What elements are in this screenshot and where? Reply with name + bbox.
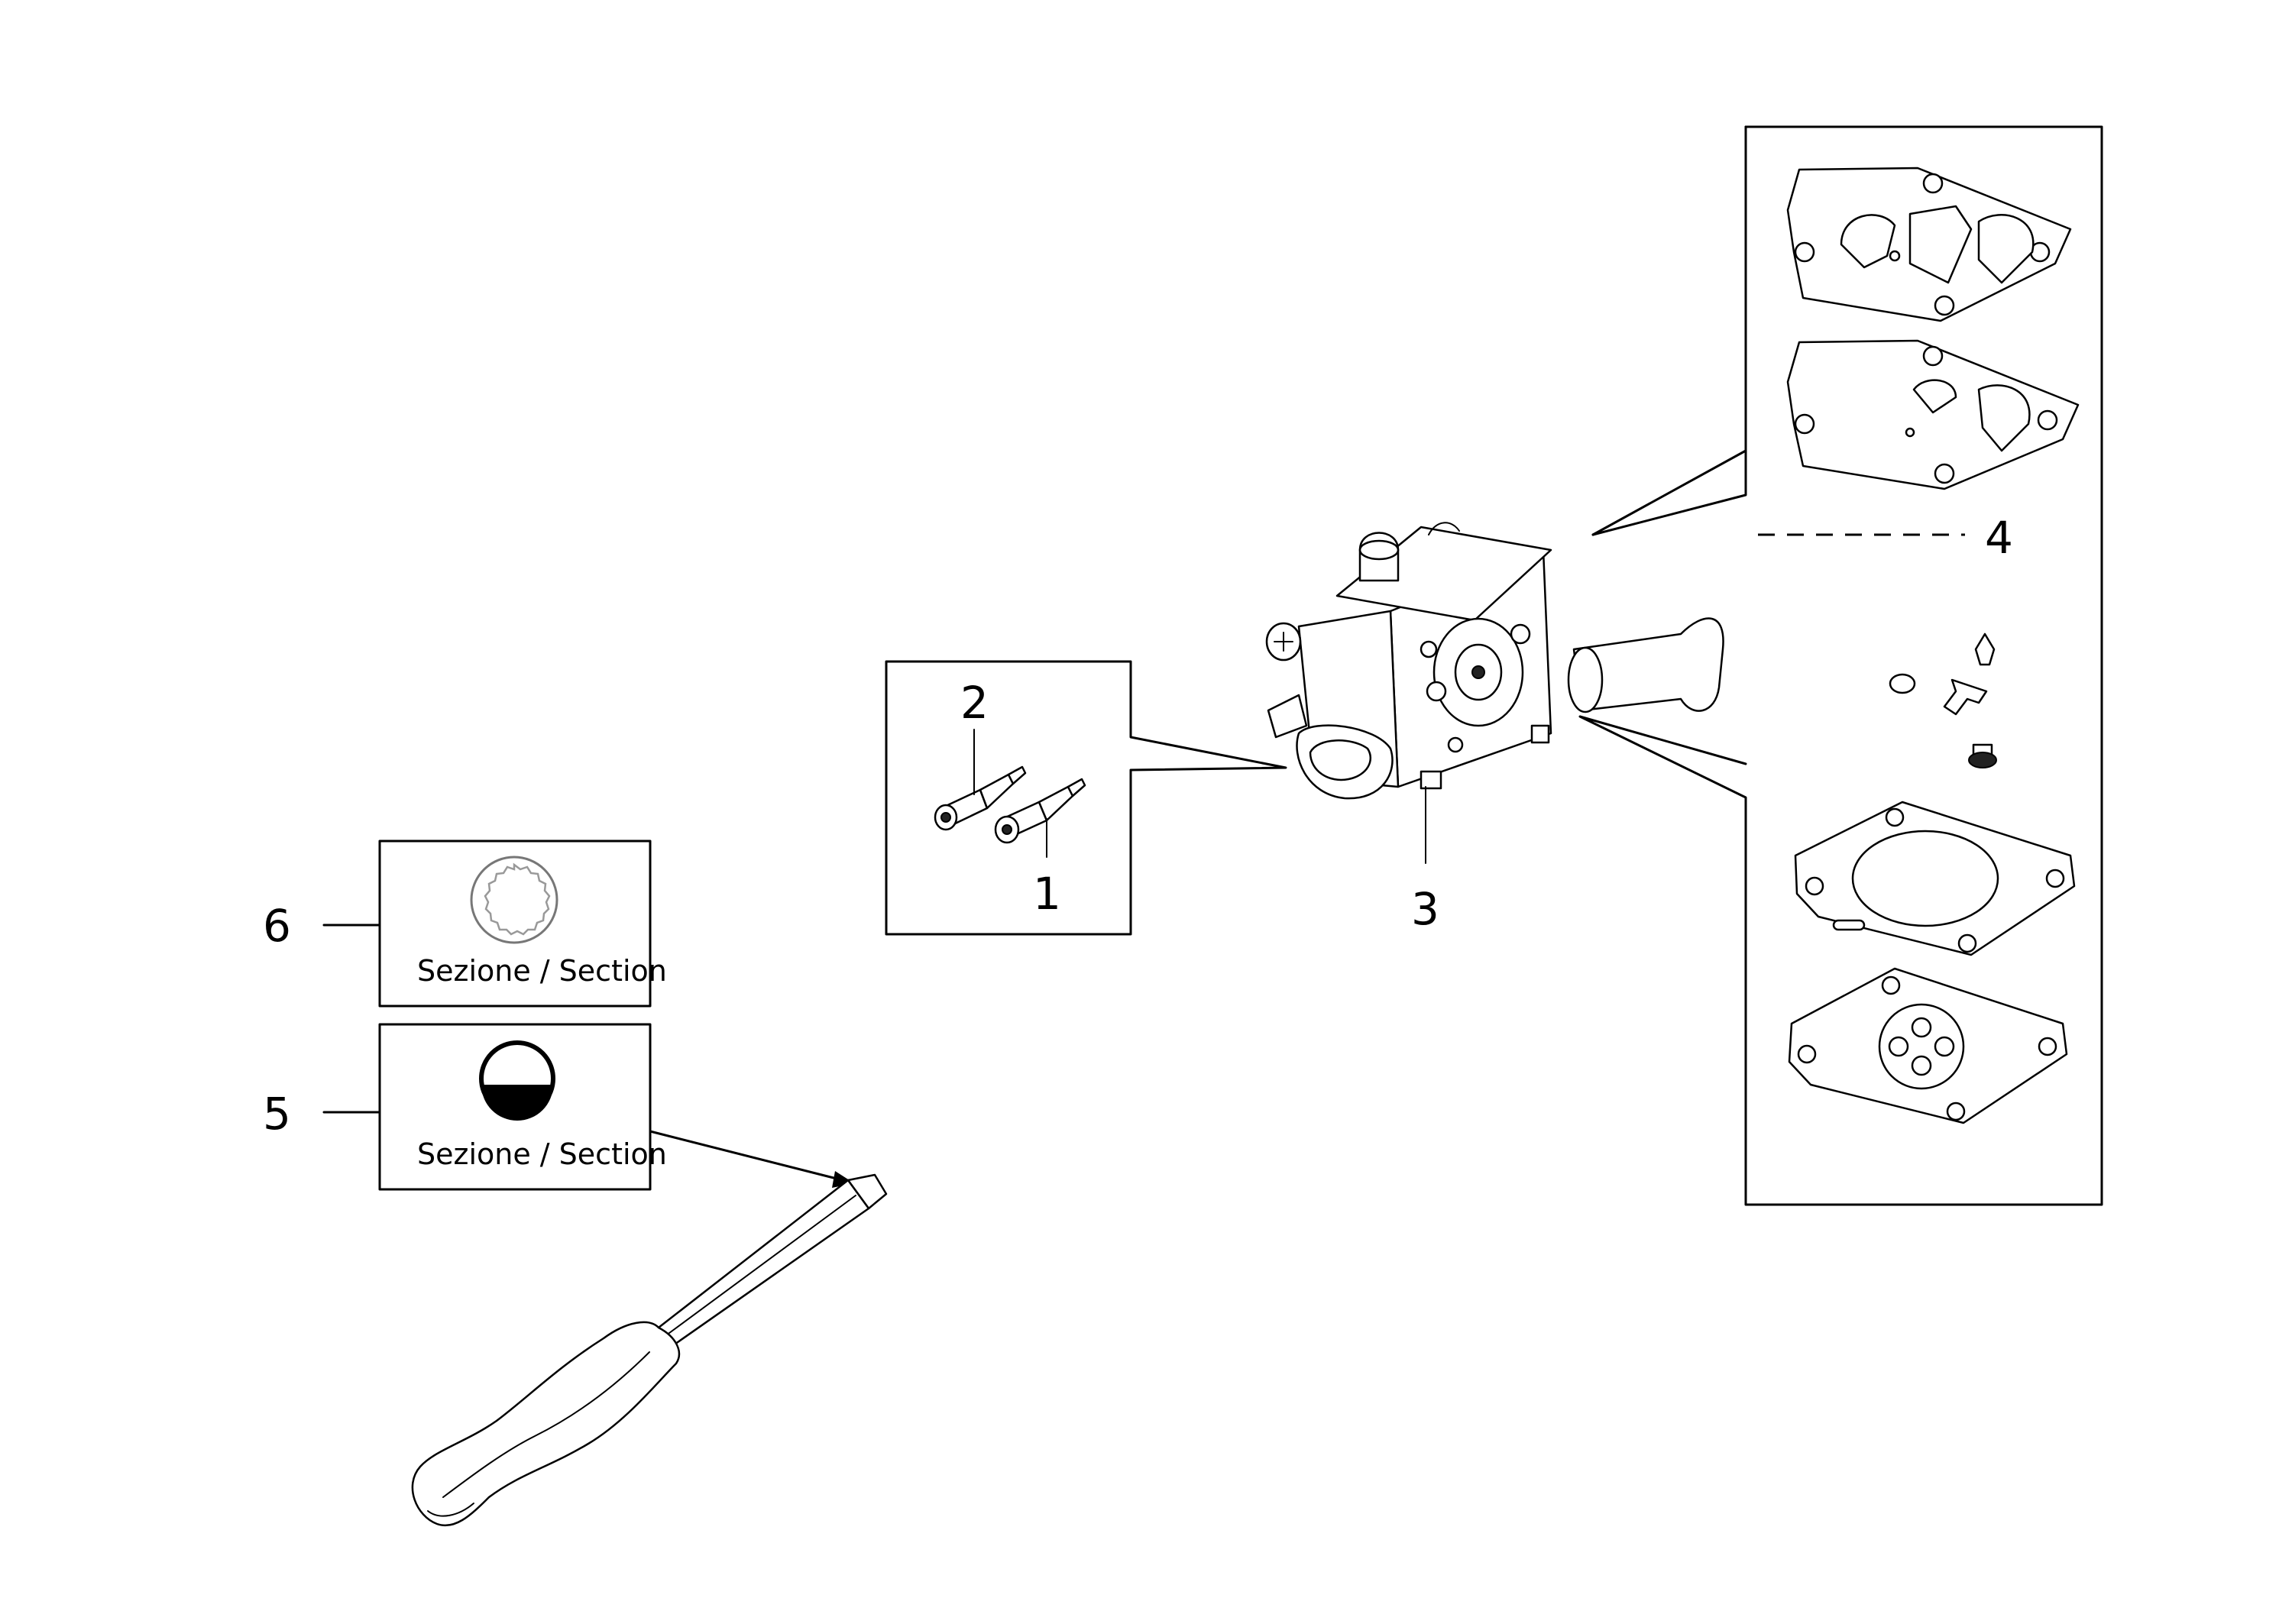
callout-4: 4 <box>1985 512 2013 564</box>
metering-diaphragm-part <box>1788 967 2068 1124</box>
half-round-section-icon <box>479 1040 555 1121</box>
item-5-section-label: Sezione / Section <box>417 1137 667 1171</box>
control-lever-part <box>1943 678 1988 716</box>
valve-gasket-part <box>1786 339 2080 490</box>
splined-section-icon <box>470 856 558 944</box>
pump-gasket-part <box>1786 167 2072 322</box>
item-6-section-label: Sezione / Section <box>417 954 667 988</box>
repair-kit-box <box>1578 125 2103 1206</box>
carburetor-body <box>1265 522 1724 800</box>
callout-3: 3 <box>1411 883 1439 935</box>
diaphragm-gasket-part <box>1794 801 2076 956</box>
lever-screw-part <box>1968 743 1997 768</box>
callout-5: 5 <box>263 1088 291 1140</box>
callout-1: 1 <box>1033 868 1061 920</box>
valve-disc-part <box>1889 673 1916 694</box>
screwdriver-arrow <box>649 1130 854 1188</box>
jet-screw-item-1 <box>994 778 1086 844</box>
jet-screw-item-2 <box>934 765 1027 831</box>
callout-2: 2 <box>960 677 989 729</box>
callout-6: 6 <box>263 900 291 952</box>
inlet-needle-part <box>1974 632 1996 666</box>
screwdriver-tool <box>411 1173 888 1527</box>
item-6-section-box: Sezione / Section <box>378 839 667 1008</box>
item-5-section-box: Sezione / Section <box>378 1023 667 1191</box>
jets-inset-box <box>885 660 1287 936</box>
